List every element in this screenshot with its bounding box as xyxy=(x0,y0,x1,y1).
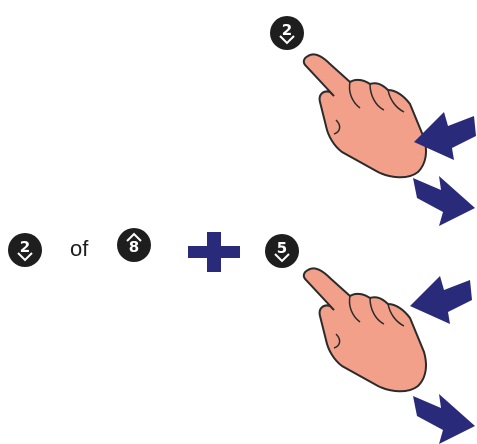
plus-icon xyxy=(188,232,240,272)
connector-word: of xyxy=(70,236,88,262)
chevron-down-icon xyxy=(265,234,299,268)
chevron-down-icon xyxy=(8,233,42,267)
arrow-in-icon xyxy=(414,102,476,162)
key-2-button[interactable]: 2 xyxy=(8,233,42,267)
key-5-button[interactable]: 5 xyxy=(265,234,299,268)
arrow-in-icon xyxy=(410,266,472,326)
chevron-up-icon xyxy=(117,228,151,262)
chevron-down-icon xyxy=(270,16,304,50)
arrow-out-icon xyxy=(413,168,477,228)
key-8-button[interactable]: 8 xyxy=(117,228,151,262)
key-2-button[interactable]: 2 xyxy=(270,16,304,50)
arrow-out-icon xyxy=(413,386,477,444)
